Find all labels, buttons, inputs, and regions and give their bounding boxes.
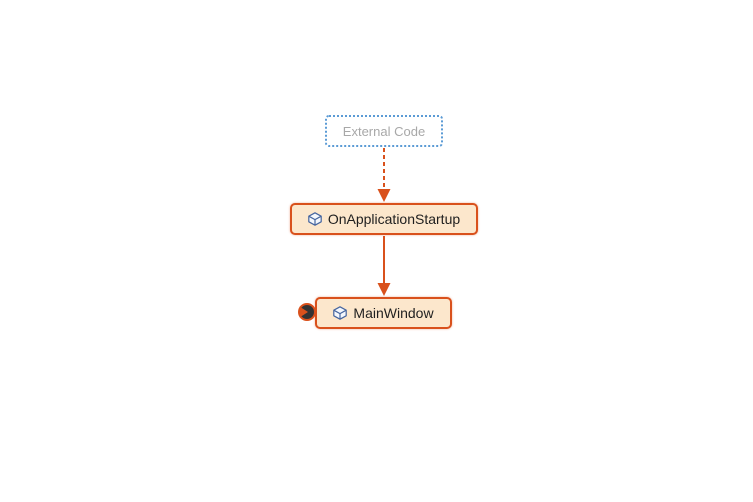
- node-onapplicationstartup[interactable]: OnApplicationStartup: [290, 203, 478, 235]
- external-code-label: External Code: [342, 123, 426, 139]
- cube-icon: [308, 212, 322, 226]
- node-mainwindow[interactable]: MainWindow: [315, 297, 452, 329]
- onapplicationstartup-label: OnApplicationStartup: [327, 211, 461, 227]
- arrowhead-icon: [377, 189, 391, 202]
- edge-startup-to-mainwindow[interactable]: [377, 236, 391, 296]
- mainwindow-label: MainWindow: [353, 305, 434, 321]
- expand-incoming-icon[interactable]: [297, 302, 317, 322]
- arrowhead-icon: [377, 283, 391, 296]
- node-external-code[interactable]: External Code: [325, 115, 443, 147]
- cube-icon: [333, 306, 348, 320]
- edge-external-to-startup[interactable]: [377, 148, 391, 202]
